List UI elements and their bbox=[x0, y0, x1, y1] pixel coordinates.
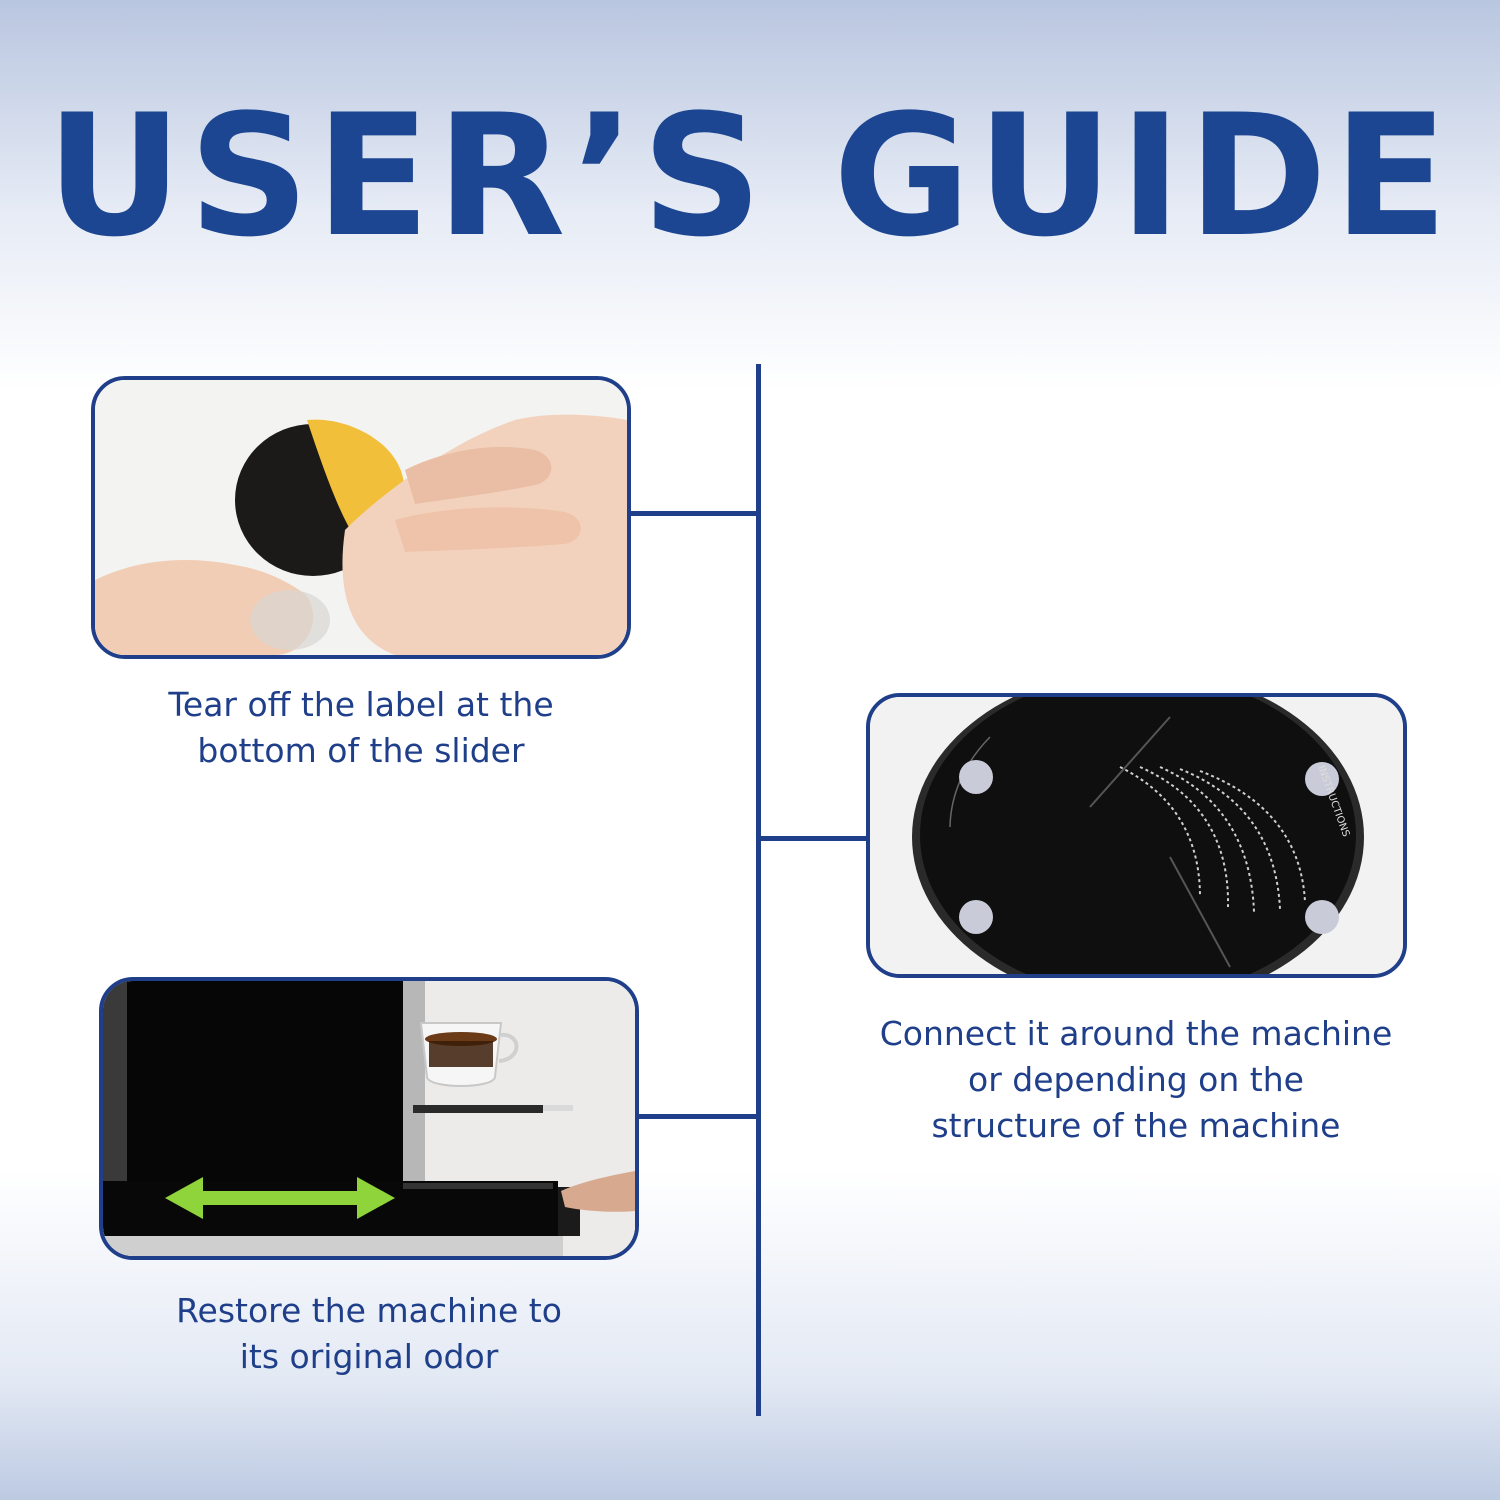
machine-base-disc-icon bbox=[920, 697, 1356, 974]
coffee-machine-illustration bbox=[103, 981, 635, 1256]
hand-icon bbox=[561, 1171, 635, 1212]
step-1-caption-line: Tear off the label at the bbox=[168, 685, 554, 724]
rubber-foot-icon bbox=[1305, 762, 1339, 796]
slider-tray bbox=[103, 1181, 558, 1236]
timeline-spine-upper bbox=[756, 364, 761, 840]
step-2-caption-line: or depending on the bbox=[968, 1060, 1304, 1099]
peel-label-illustration bbox=[95, 380, 627, 655]
connector-step-3 bbox=[636, 1114, 759, 1119]
step-2-caption-line: structure of the machine bbox=[931, 1106, 1341, 1145]
rubber-foot-icon bbox=[959, 900, 993, 934]
connector-step-2 bbox=[758, 836, 868, 841]
rubber-foot-icon bbox=[959, 760, 993, 794]
rubber-foot-icon bbox=[1305, 900, 1339, 934]
page-title: USER’S GUIDE bbox=[46, 78, 1454, 274]
timeline-spine-lower bbox=[756, 838, 761, 1416]
step-2-caption-line: Connect it around the machine bbox=[879, 1014, 1393, 1053]
step-3-caption-line: its original odor bbox=[239, 1337, 499, 1376]
disc-underside-illustration: INSTRUCTIONS bbox=[870, 697, 1403, 974]
step-3-image bbox=[99, 977, 639, 1260]
step-1-caption: Tear off the label at the bottom of the … bbox=[91, 682, 631, 774]
coffee-machine-icon bbox=[103, 981, 403, 1181]
step-1-image bbox=[91, 376, 631, 659]
step-2-caption: Connect it around the machine or dependi… bbox=[856, 1011, 1416, 1149]
double-arrow-icon bbox=[165, 1177, 395, 1219]
connector-step-1 bbox=[628, 511, 759, 516]
step-2-image: INSTRUCTIONS bbox=[866, 693, 1407, 978]
step-3-caption: Restore the machine to its original odor bbox=[89, 1288, 649, 1380]
step-1-caption-line: bottom of the slider bbox=[197, 731, 525, 770]
step-3-caption-line: Restore the machine to bbox=[176, 1291, 562, 1330]
